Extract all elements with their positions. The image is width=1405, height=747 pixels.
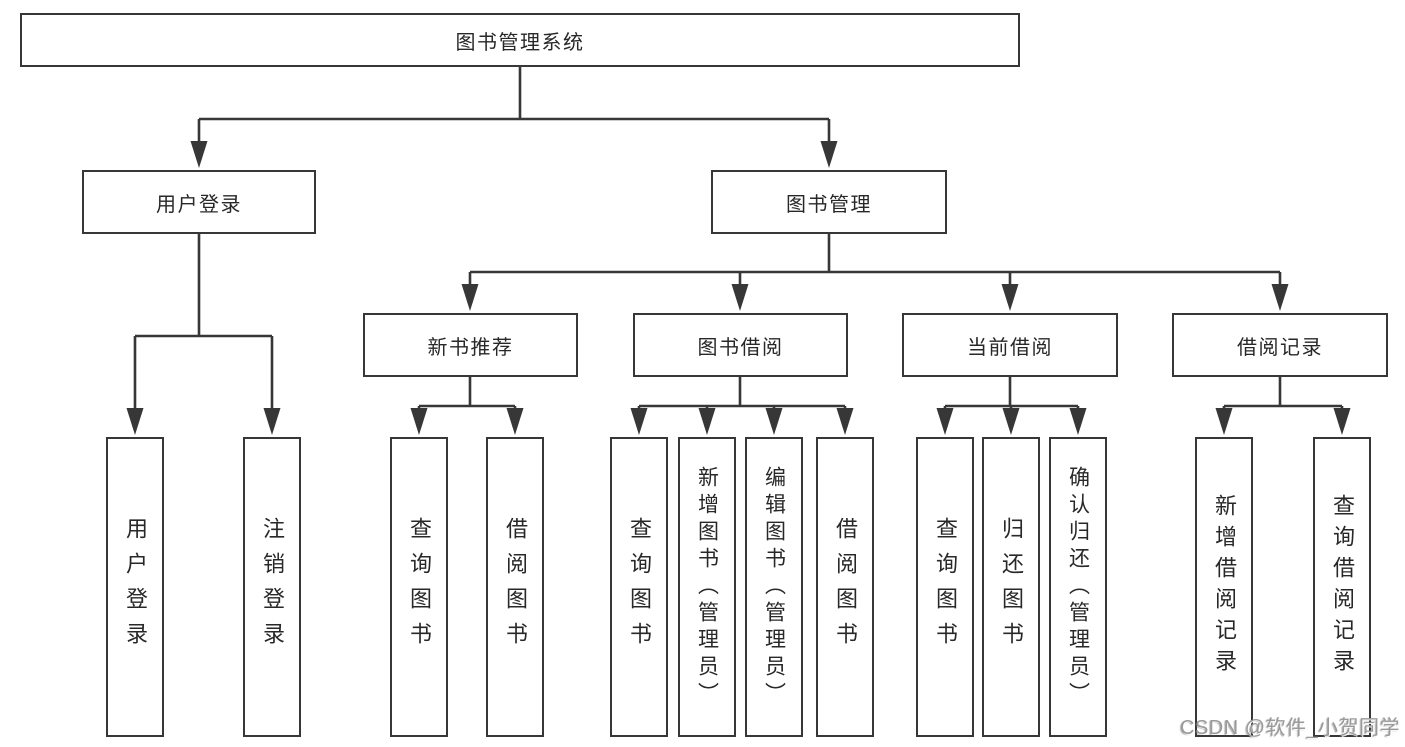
node-label: 图书借阅 xyxy=(697,336,784,359)
arrowheads xyxy=(126,141,1351,435)
node-borrow-records: 借阅记录 xyxy=(1172,313,1388,377)
node-user-login: 用户登录 xyxy=(82,170,316,234)
leaf-edit-books-admin: 编辑图书（管理员） xyxy=(745,437,803,737)
node-label: 当前借阅 xyxy=(967,336,1053,359)
leaf-query-books-recommend: 查询图书 xyxy=(390,437,448,737)
node-label: 图书管理系统 xyxy=(455,31,585,54)
leaf-label: 查询图书 xyxy=(933,517,958,657)
node-book-management: 图书管理 xyxy=(711,170,947,234)
leaf-label: 借阅图书 xyxy=(833,517,858,657)
node-current-borrow: 当前借阅 xyxy=(902,313,1118,377)
leaf-label: 借阅图书 xyxy=(503,517,528,657)
node-label: 借阅记录 xyxy=(1237,336,1323,359)
leaf-user-login: 用户登录 xyxy=(106,437,164,737)
leaf-label: 注销登录 xyxy=(260,517,285,657)
leaf-label: 查询图书 xyxy=(407,517,432,657)
leaf-label: 新增图书（管理员） xyxy=(695,465,719,709)
leaf-label: 新增借阅记录 xyxy=(1212,494,1237,680)
node-book-borrow: 图书借阅 xyxy=(633,313,848,377)
node-new-book-recommend: 新书推荐 xyxy=(363,313,578,377)
leaf-borrow-books: 借阅图书 xyxy=(816,437,874,737)
leaf-label: 查询借阅记录 xyxy=(1330,494,1355,680)
leaf-label: 确认归还（管理员） xyxy=(1066,465,1090,709)
leaf-label: 归还图书 xyxy=(999,517,1024,657)
leaf-query-books-borrow: 查询图书 xyxy=(610,437,668,737)
csdn-watermark: CSDN @软件_小贺同学 xyxy=(1180,717,1401,739)
leaf-query-books-current: 查询图书 xyxy=(916,437,974,737)
leaf-label: 编辑图书（管理员） xyxy=(762,465,786,709)
leaf-logout: 注销登录 xyxy=(243,437,301,737)
node-label: 新书推荐 xyxy=(427,336,514,359)
leaf-label: 查询图书 xyxy=(627,517,652,657)
node-root-system: 图书管理系统 xyxy=(20,13,1020,67)
leaf-add-books-admin: 新增图书（管理员） xyxy=(678,437,736,737)
leaf-query-borrow-record: 查询借阅记录 xyxy=(1313,437,1371,737)
leaf-label: 用户登录 xyxy=(123,517,148,657)
leaf-confirm-return-admin: 确认归还（管理员） xyxy=(1049,437,1107,737)
leaf-borrow-books-recommend: 借阅图书 xyxy=(486,437,544,737)
leaf-return-books: 归还图书 xyxy=(982,437,1040,737)
leaf-add-borrow-record: 新增借阅记录 xyxy=(1195,437,1253,737)
node-label: 图书管理 xyxy=(786,193,872,216)
node-label: 用户登录 xyxy=(156,193,242,216)
